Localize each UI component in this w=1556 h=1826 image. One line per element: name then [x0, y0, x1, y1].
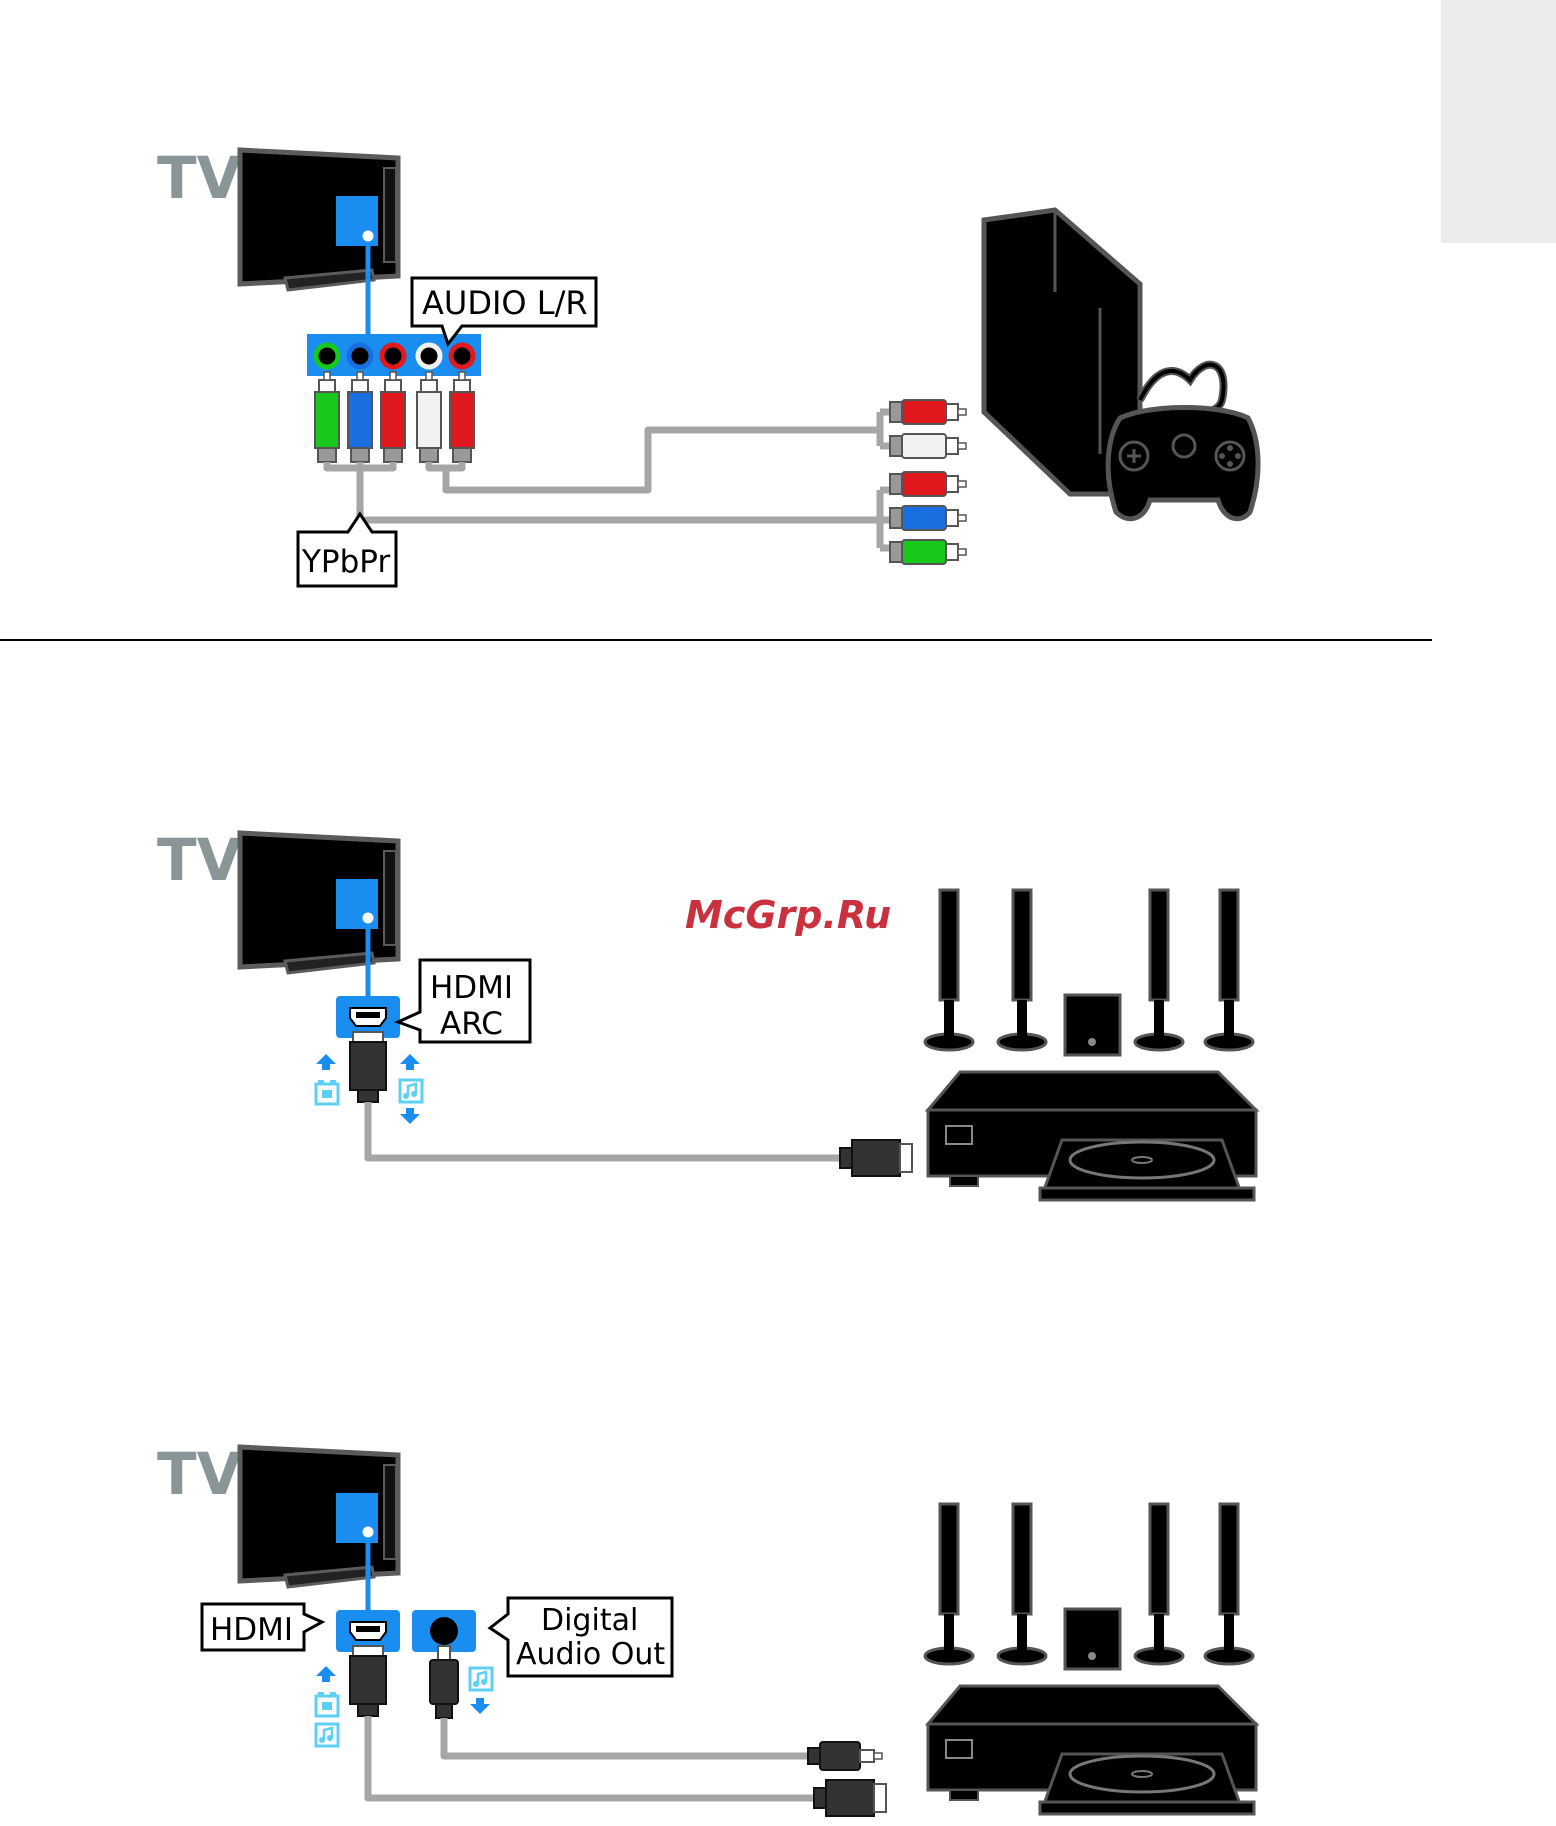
- home-theater-icon-2: [925, 890, 1256, 1200]
- music-icon: [400, 1080, 422, 1102]
- home-theater-icon-3: [925, 1504, 1256, 1814]
- tv-label-3: TV: [157, 1440, 242, 1508]
- diagram-hdmi-arc: TV HDMI ARC McGrp.Ru: [157, 826, 1256, 1200]
- tv-icon-1: [240, 150, 398, 290]
- game-console-icon: [984, 210, 1258, 519]
- ypbpr-label: YPbPr: [301, 544, 390, 580]
- diagram-ypbpr: TV: [157, 144, 1258, 586]
- hdmi-plug-tv-2: [350, 1032, 386, 1102]
- signal-icons-3: [316, 1666, 492, 1746]
- music-icon-3a: [316, 1724, 338, 1746]
- hdmi-arc-label-line2: ARC: [440, 1006, 503, 1042]
- digital-audio-callout: Digital Audio Out: [490, 1598, 672, 1676]
- hdmi-cable-2: [368, 1102, 846, 1158]
- hdmi-arc-label-line1: HDMI: [430, 970, 513, 1006]
- tv-label-1: TV: [157, 144, 242, 212]
- diagram-hdmi-digital-audio: TV HD: [157, 1440, 1256, 1816]
- tv-icon-2: [240, 833, 398, 973]
- hdmi-plug-device-3: [814, 1780, 886, 1816]
- side-tab: [1441, 0, 1556, 243]
- tv-label-2: TV: [157, 826, 242, 894]
- hdmi-callout-3: HDMI: [202, 1604, 322, 1650]
- digital-audio-label-line1: Digital: [541, 1603, 638, 1638]
- rca-plugs-device-side: [890, 400, 966, 564]
- video-icon: [316, 1080, 338, 1104]
- digital-audio-label-line2: Audio Out: [516, 1637, 665, 1672]
- hdmi-plug-tv-3: [350, 1646, 386, 1716]
- coax-plug-device: [808, 1742, 882, 1770]
- hdmi-label-3: HDMI: [210, 1612, 293, 1648]
- audio-lr-label: AUDIO L/R: [422, 284, 588, 322]
- rca-plugs-tv-side: [315, 372, 474, 462]
- coax-plug-tv: [430, 1646, 458, 1718]
- cables-1: [327, 412, 896, 548]
- hdmi-plug-device-2: [840, 1140, 912, 1176]
- tv-icon-3: [240, 1447, 398, 1587]
- hdmi-arc-callout: HDMI ARC: [398, 960, 530, 1042]
- music-icon-3b: [470, 1668, 492, 1690]
- cables-3: [368, 1716, 820, 1798]
- watermark: McGrp.Ru: [685, 893, 891, 937]
- ypbpr-callout: YPbPr: [298, 514, 396, 586]
- video-icon-3: [316, 1692, 338, 1716]
